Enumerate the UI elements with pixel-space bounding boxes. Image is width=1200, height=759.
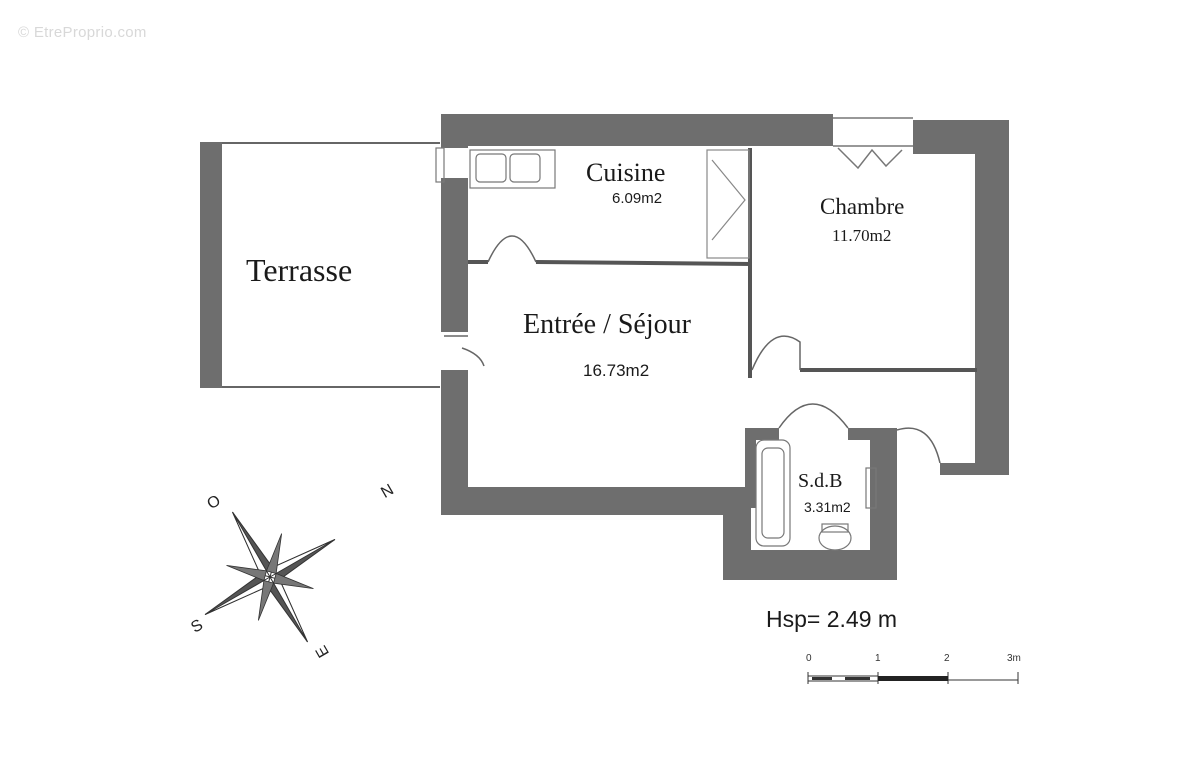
watermark: © EtreProprio.com bbox=[18, 24, 147, 41]
sejour-label: Entrée / Séjour bbox=[523, 309, 691, 340]
cuisine-area: 6.09m2 bbox=[612, 190, 663, 207]
terrasse-area bbox=[200, 142, 440, 388]
bathroom-fixtures bbox=[755, 439, 877, 551]
interior-walls bbox=[468, 148, 977, 378]
compass-rose bbox=[204, 511, 336, 643]
chambre-window bbox=[833, 117, 913, 170]
chambre-label: Chambre bbox=[820, 194, 905, 219]
terrasse-label: Terrasse bbox=[246, 252, 353, 288]
scale-tick-1: 1 bbox=[875, 653, 881, 664]
walls bbox=[441, 114, 1009, 580]
chambre-area: 11.70m2 bbox=[832, 226, 892, 245]
doors bbox=[444, 235, 941, 464]
scale-bar bbox=[807, 672, 1019, 684]
scale-tick-0: 0 bbox=[806, 653, 812, 664]
sdb-area: 3.31m2 bbox=[804, 499, 851, 515]
kitchen-closet bbox=[706, 149, 750, 259]
sdb-label: S.d.B bbox=[798, 470, 843, 492]
scale-tick-3: 3m bbox=[1007, 653, 1021, 664]
kitchen-sink bbox=[435, 147, 556, 189]
scale-tick-2: 2 bbox=[944, 653, 950, 664]
ceiling-height: Hsp= 2.49 m bbox=[766, 606, 898, 632]
sejour-area: 16.73m2 bbox=[583, 361, 650, 380]
cuisine-label: Cuisine bbox=[586, 158, 666, 187]
